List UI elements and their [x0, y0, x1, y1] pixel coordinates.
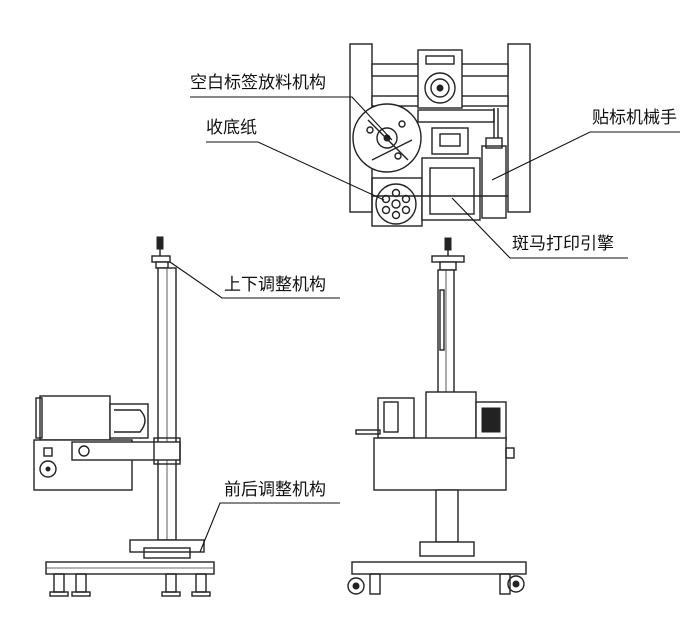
left-foot-2: [75, 573, 87, 593]
left-head-body: [39, 395, 111, 441]
unwind-bolt-1: [366, 126, 374, 134]
unwind-reel-axle: [383, 134, 391, 142]
left-control-knob: [39, 460, 57, 478]
left-handle-wheel: [151, 255, 171, 263]
right-caster-left-hub: [352, 582, 360, 590]
applicator-cylinder: [481, 145, 507, 219]
label-horizontal-adjust: 前后调整机构: [224, 480, 326, 500]
rewind-hole-6: [391, 210, 401, 220]
right-caster-right-hub: [512, 580, 520, 588]
right-column-slot: [439, 289, 445, 351]
unwind-bolt-2: [398, 120, 406, 128]
right-base-block: [419, 541, 475, 557]
label-applicator: 贴标机械手: [592, 108, 677, 128]
right-head-left-inner: [383, 401, 399, 433]
unwind-arm-b: [371, 139, 413, 161]
rewind-hole-3: [381, 205, 391, 215]
left-pad-1: [49, 591, 69, 597]
left-pad-3: [161, 591, 181, 597]
leader-horizontal-adjust: [199, 502, 340, 553]
right-caster-left: [347, 577, 365, 595]
left-side-view: [33, 236, 215, 597]
printer-display-box: [431, 127, 469, 155]
unwind-bolt-3: [394, 152, 402, 160]
leader-unwind: [190, 96, 393, 141]
left-foot-3: [165, 573, 177, 593]
printer-display-screen: [439, 133, 461, 147]
left-pad-2: [71, 591, 91, 597]
top-view: [349, 43, 531, 227]
label-vertical-adjust: 上下调整机构: [224, 275, 326, 295]
left-arm-bolt: [78, 445, 90, 457]
printer-top-bar: [417, 109, 495, 123]
right-handle-wheel: [431, 255, 465, 263]
left-head-mount: [109, 403, 149, 439]
left-arm-clamp: [153, 437, 181, 465]
left-base-block: [129, 539, 205, 553]
top-drive-wheel-inner: [430, 78, 450, 98]
right-handle-knob: [444, 237, 452, 251]
left-base-slider: [143, 547, 191, 559]
right-foot-1: [369, 573, 381, 595]
top-drive-cap: [425, 55, 455, 65]
label-rewind: 收底纸: [206, 118, 257, 138]
label-printer: 斑马打印引擎: [512, 234, 614, 254]
left-foot-4: [195, 573, 207, 593]
leader-lines: [169, 96, 680, 553]
rewind-center: [391, 199, 401, 209]
left-foot-1: [53, 573, 65, 593]
left-control-knob-center: [45, 466, 51, 472]
left-handle-knob: [156, 236, 164, 250]
left-head-loop: [114, 409, 146, 433]
right-body-knob: [505, 447, 515, 459]
left-pad-4: [191, 591, 211, 597]
right-caster-right: [507, 575, 525, 593]
right-handle-collar: [439, 261, 457, 271]
leader-rewind: [206, 141, 385, 201]
right-body: [373, 437, 507, 491]
unwind-reel-hub: [376, 127, 398, 149]
right-side-view: [347, 237, 527, 595]
right-column-lower: [435, 489, 459, 543]
top-right-frame-plate: [507, 43, 531, 213]
top-drive-hub: [436, 84, 444, 92]
leader-printer: [451, 197, 628, 259]
right-foot-2: [499, 573, 511, 595]
printer-engine-cover: [429, 167, 475, 215]
right-head-arm: [355, 429, 381, 435]
left-horizontal-arm: [71, 441, 181, 461]
left-control-button: [43, 447, 53, 457]
leader-vertical-adjust: [169, 261, 340, 299]
left-head-side: [35, 397, 43, 439]
rewind-hole-4: [401, 205, 411, 215]
right-motor-fins: [481, 407, 501, 433]
right-head-printer: [425, 391, 477, 441]
unwind-arm-a: [367, 119, 409, 161]
label-unwind: 空白标签放料机构: [190, 73, 326, 93]
left-handle-collar: [155, 261, 169, 269]
right-base-plate: [351, 561, 527, 575]
leader-applicator: [491, 131, 680, 181]
